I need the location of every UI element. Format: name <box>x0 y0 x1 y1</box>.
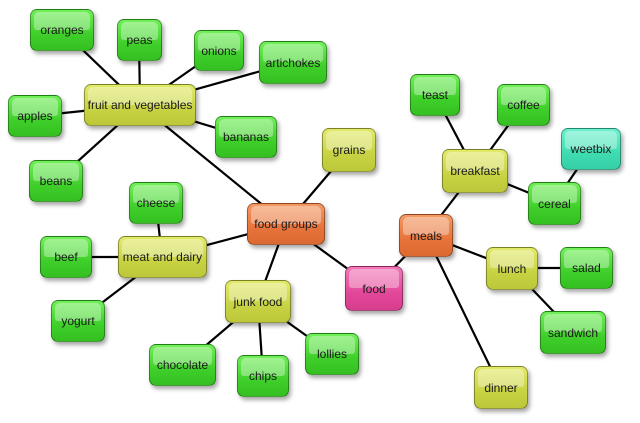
node-peas-label: peas <box>126 33 153 47</box>
node-breakfast[interactable]: breakfast <box>442 149 508 193</box>
node-oranges[interactable]: oranges <box>30 9 94 51</box>
node-chips-label: chips <box>248 369 277 383</box>
node-onions[interactable]: onions <box>194 30 244 71</box>
node-breakfast-label: breakfast <box>450 164 500 178</box>
node-beef-label: beef <box>54 250 78 264</box>
node-meals-label: meals <box>409 228 442 243</box>
link-meals-dinner <box>424 233 502 389</box>
node-grains-label: grains <box>332 143 366 157</box>
node-cereal-label: cereal <box>538 196 571 211</box>
node-salad-label: salad <box>572 261 601 275</box>
node-salad[interactable]: salad <box>560 247 613 289</box>
node-grains[interactable]: grains <box>322 128 376 172</box>
node-beef[interactable]: beef <box>40 236 92 278</box>
node-chips[interactable]: chips <box>237 355 289 397</box>
node-food-groups[interactable]: food groups <box>247 203 325 245</box>
node-cheese-label: cheese <box>136 196 176 210</box>
node-dinner[interactable]: dinner <box>474 366 528 409</box>
node-sandwich[interactable]: sandwich <box>540 311 606 354</box>
node-lollies[interactable]: lollies <box>305 333 359 375</box>
node-beans-label: beans <box>39 174 73 188</box>
node-chocolate-label: chocolate <box>156 358 209 372</box>
node-apples[interactable]: apples <box>8 95 62 137</box>
node-junk-food[interactable]: junk food <box>225 280 291 323</box>
node-meals[interactable]: meals <box>399 214 453 257</box>
node-food-groups-label: food groups <box>254 217 318 231</box>
node-teast-label: teast <box>421 88 448 102</box>
node-apples-label: apples <box>17 109 53 123</box>
node-coffee-label: coffee <box>507 98 540 112</box>
node-teast[interactable]: teast <box>410 74 460 116</box>
node-beans[interactable]: beans <box>29 160 83 202</box>
node-lunch-label: lunch <box>497 261 527 276</box>
node-food[interactable]: food <box>345 266 403 311</box>
node-fruit-and-vegetables-label: fruit and vegetables <box>87 98 193 112</box>
node-fruit-and-vegetables[interactable]: fruit and vegetables <box>84 84 196 126</box>
node-cereal[interactable]: cereal <box>528 182 581 225</box>
node-sandwich-label: sandwich <box>547 325 599 340</box>
node-onions-label: onions <box>201 43 237 58</box>
node-bananas-label: bananas <box>222 130 270 144</box>
node-junk-food-label: junk food <box>233 294 283 309</box>
node-food-label: food <box>362 281 386 296</box>
node-artichokes-label: artichokes <box>265 55 321 70</box>
node-meat-and-dairy[interactable]: meat and dairy <box>118 236 207 278</box>
node-lunch[interactable]: lunch <box>486 247 538 290</box>
node-dinner-label: dinner <box>484 380 518 395</box>
node-cheese[interactable]: cheese <box>129 182 183 224</box>
node-oranges-label: oranges <box>40 23 84 37</box>
node-coffee[interactable]: coffee <box>497 84 550 126</box>
node-yogurt[interactable]: yogurt <box>51 300 105 342</box>
node-meat-and-dairy-label: meat and dairy <box>122 250 203 264</box>
node-weetbix[interactable]: weetbix <box>561 128 621 170</box>
node-artichokes[interactable]: artichokes <box>259 41 327 84</box>
node-bananas[interactable]: bananas <box>215 116 277 158</box>
node-peas[interactable]: peas <box>117 19 162 61</box>
node-yogurt-label: yogurt <box>61 314 95 328</box>
node-lollies-label: lollies <box>316 347 347 361</box>
node-chocolate[interactable]: chocolate <box>149 344 216 386</box>
node-weetbix-label: weetbix <box>570 142 612 156</box>
